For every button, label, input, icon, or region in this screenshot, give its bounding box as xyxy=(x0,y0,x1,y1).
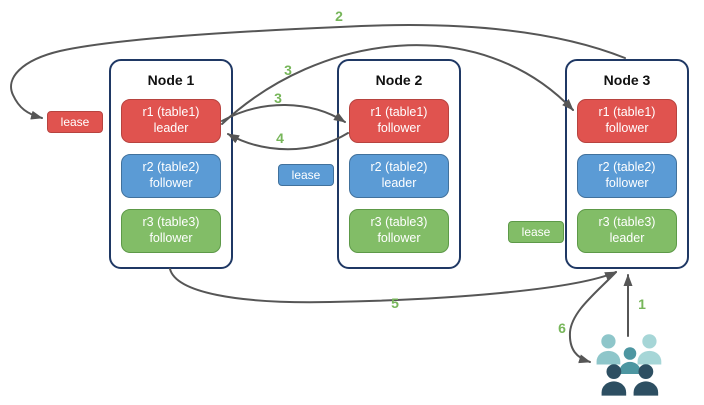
replica-label: r1 (table1) xyxy=(370,105,428,120)
arrow-step-4-node2-to-node1 xyxy=(227,132,349,151)
node-3: Node 3 r1 (table1) follower r2 (table2) … xyxy=(565,59,689,269)
replica-label: r1 (table1) xyxy=(142,105,200,120)
replica-role: follower xyxy=(605,121,649,135)
replica-role: follower xyxy=(149,231,193,245)
replica-label: r2 (table2) xyxy=(598,160,656,175)
replica-role: follower xyxy=(605,176,649,190)
node-1-replica-r1: r1 (table1) leader xyxy=(121,99,221,143)
replica-label: r2 (table2) xyxy=(142,160,200,175)
replica-label: r3 (table3) xyxy=(370,215,428,230)
lease-badge-r2: lease xyxy=(278,164,334,186)
step-label-2: 2 xyxy=(335,8,343,24)
replica-label: r3 (table3) xyxy=(598,215,656,230)
step-label-5: 5 xyxy=(391,295,399,311)
node-3-replica-r3: r3 (table3) leader xyxy=(577,209,677,253)
node-2-replica-r2: r2 (table2) leader xyxy=(349,154,449,198)
lease-badge-r1: lease xyxy=(47,111,103,133)
replica-role: leader xyxy=(153,121,189,135)
replica-role: follower xyxy=(149,176,193,190)
step-label-6: 6 xyxy=(558,320,566,336)
step-label-3b: 3 xyxy=(274,90,282,106)
node-2-replica-r3: r3 (table3) follower xyxy=(349,209,449,253)
replica-role: leader xyxy=(381,176,417,190)
node-1-title: Node 1 xyxy=(147,72,195,88)
step-label-1: 1 xyxy=(638,296,646,312)
node-3-title: Node 3 xyxy=(603,72,651,88)
replica-role: follower xyxy=(377,231,421,245)
node-2-title: Node 2 xyxy=(375,72,423,88)
node-2: Node 2 r1 (table1) follower r2 (table2) … xyxy=(337,59,461,269)
node-1: Node 1 r1 (table1) leader r2 (table2) fo… xyxy=(109,59,233,269)
step-label-4: 4 xyxy=(276,130,284,146)
replica-role: leader xyxy=(609,231,645,245)
replica-label: r3 (table3) xyxy=(142,215,200,230)
node-1-replica-r2: r2 (table2) follower xyxy=(121,154,221,198)
lease-badge-r3: lease xyxy=(508,221,564,243)
node-1-replica-r3: r3 (table3) follower xyxy=(121,209,221,253)
arrow-step-3-node1-to-node2 xyxy=(221,104,346,123)
replica-label: r2 (table2) xyxy=(370,160,428,175)
node-2-replica-r1: r1 (table1) follower xyxy=(349,99,449,143)
users-icon xyxy=(596,334,662,396)
node-3-replica-r1: r1 (table1) follower xyxy=(577,99,677,143)
arrow-step-2-node3-to-lease1 xyxy=(10,23,626,120)
replica-role: follower xyxy=(377,121,421,135)
replica-label: r1 (table1) xyxy=(598,105,656,120)
node-3-replica-r2: r2 (table2) follower xyxy=(577,154,677,198)
step-label-3a: 3 xyxy=(284,62,292,78)
